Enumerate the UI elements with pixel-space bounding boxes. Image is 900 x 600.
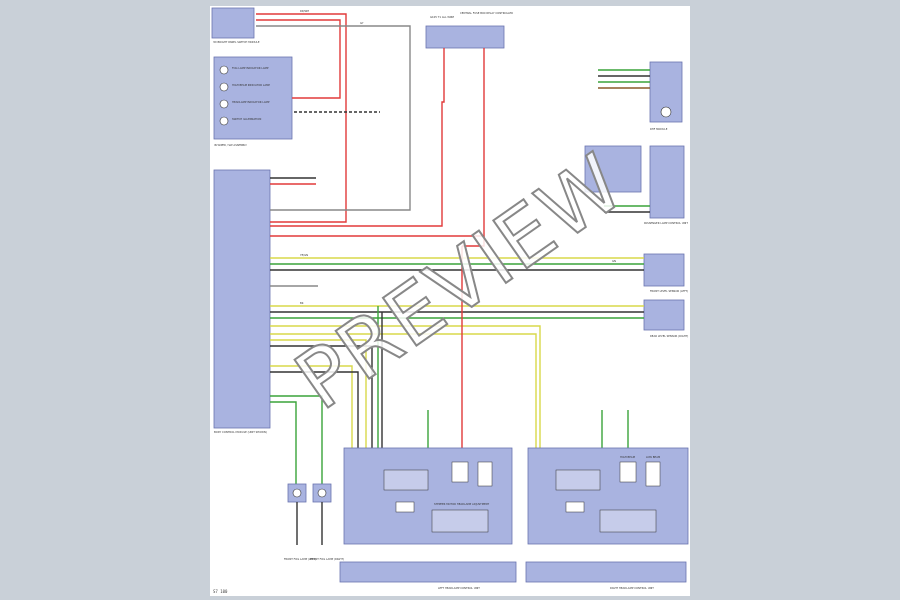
right-headlamp-label: RIGHT HEADLAMP CONTROL UNIT	[610, 586, 654, 590]
cluster-item-2: HEADLAMP INDICATOR LAMP	[232, 100, 270, 104]
left-headlamp-connector	[339, 561, 517, 583]
footer-code: S7 100	[213, 589, 228, 594]
left-high-beam-icon	[451, 461, 469, 483]
left-low-beam-icon	[477, 461, 493, 487]
wire-label-green: GN	[612, 259, 616, 263]
body-control-module	[213, 169, 271, 429]
cluster-item-0: FOG LAMP INDICATOR LAMP	[232, 66, 269, 70]
right-headlamp-connector	[525, 561, 687, 583]
top-connector-label: G105 T1 ALL WIRE	[430, 15, 454, 19]
wire-label-black: BK	[300, 301, 304, 305]
fog-lamp-left-icon	[292, 488, 302, 498]
front-level-sensor-label: FRONT LEVEL SENSOR (LEFT)	[650, 289, 688, 293]
headlamp-indicator-icon	[219, 99, 229, 109]
left-headlamp-controller	[383, 469, 429, 491]
rear-level-sensor-label: REAR LEVEL SENSOR (RIGHT)	[650, 334, 688, 338]
central-fuse-box	[425, 25, 505, 49]
front-level-sensor	[643, 253, 685, 287]
right-high-beam-icon	[619, 461, 637, 483]
low-beam-label: LOW BEAM	[646, 455, 660, 459]
front-fog-right-label: FRONT FOG LAMP (RIGHT)	[310, 557, 344, 561]
wire-label-yellow: YE/GN	[300, 253, 308, 257]
front-fog-left-label: FRONT FOG LAMP (LEFT)	[284, 557, 316, 561]
instrument-cluster-label: IN WIPER / SW ASSEMBLY	[214, 143, 247, 147]
module-indicator-icon	[660, 106, 672, 118]
left-stepper-motor	[431, 509, 489, 533]
lamp-switch-label: 3D BRIGHT PANEL SWITCH MODULE	[213, 40, 260, 44]
right-control-chip-icon	[565, 501, 585, 513]
right-stepper-motor	[599, 509, 657, 533]
body-control-module-label: BODY CONTROL MODULE (UNIT SHOWN)	[214, 430, 267, 434]
right-headlamp-controller	[555, 469, 601, 491]
fog-lamp-right-icon	[317, 488, 327, 498]
passenger-lamp-control-unit	[649, 145, 685, 219]
switch-illumination-icon	[219, 116, 229, 126]
passenger-lamp-control-label: PASSENGER LAMP CONTROL UNIT	[644, 221, 688, 225]
combination-switch	[584, 145, 642, 193]
wire-label-grey: GY	[360, 21, 364, 25]
high-beam-indicator-icon	[219, 82, 229, 92]
fuse-block-label: CENTRAL FUSE BOX RELAY CONTROLLER	[460, 11, 513, 15]
left-headlamp-label: LEFT HEADLAMP CONTROL UNIT	[438, 586, 480, 590]
high-beam-label: HIGH BEAM	[620, 455, 635, 459]
right-upper-module-label: RHF MODULE	[650, 127, 668, 131]
lamp-switch-module	[211, 7, 255, 39]
wire-label-red: RD/WH	[300, 9, 309, 13]
left-control-chip-icon	[395, 501, 415, 513]
left-stepper-label: STEPPER MOTOR HEADLAMP ADJUSTMENT	[434, 502, 490, 506]
rear-level-sensor	[643, 299, 685, 331]
cluster-item-3: SWITCH ILLUMINATION	[232, 117, 261, 121]
cluster-item-1: HIGH BEAM INDICATOR LAMP	[232, 83, 270, 87]
right-low-beam-icon	[645, 461, 661, 487]
fog-lamp-indicator-icon	[219, 65, 229, 75]
